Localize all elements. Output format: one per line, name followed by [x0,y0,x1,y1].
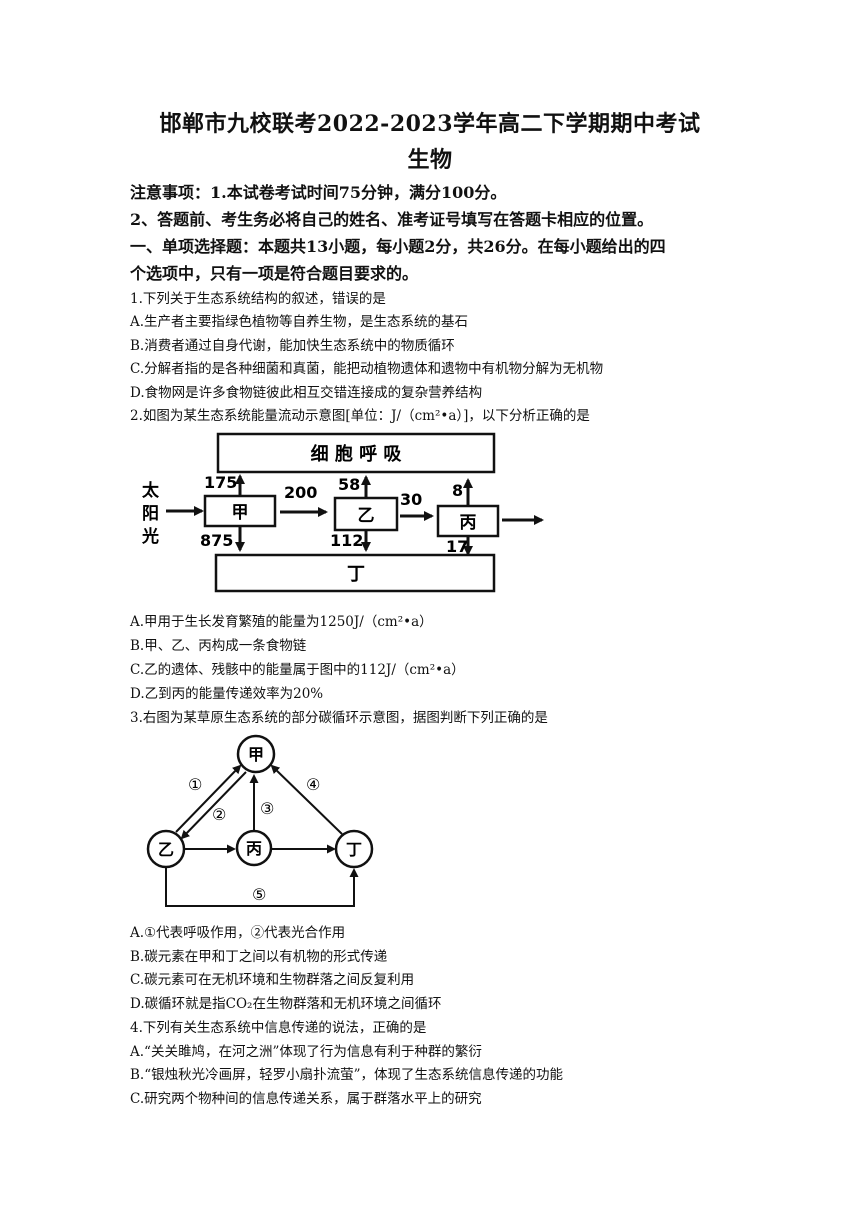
node-yi-label: 乙 [158,840,174,859]
q2-option-a: A.甲用于生长发育繁殖的能量为1250J/（cm²•a） [130,614,433,630]
q2-option-c: C.乙的遗体、残骸中的能量属于图中的112J/（cm²•a） [130,662,465,678]
jia-resp-value: 175 [204,473,237,492]
decomposer-box [214,553,496,593]
jia-decomp-value: 875 [200,531,233,550]
q2-option-b: B.甲、乙、丙构成一条食物链 [130,638,307,654]
node-jia-label: 甲 [248,745,264,764]
exam-title: 邯郸市九校联考2022-2023学年高二下学期期中考试 [159,111,701,137]
q3-option-b: B.碳元素在甲和丁之间以有机物的形式传递 [130,949,388,965]
q4-option-a: A.“关关雎鸠，在河之洲”体现了行为信息有利于种群的繁衍 [130,1044,482,1060]
node-ding [334,829,374,869]
q1-stem: 1.下列关于生态系统结构的叙述，错误的是 [130,291,386,307]
carbon-cycle-diagram: 甲 乙 丙 丁 ① ② ③ ④ ⑤ [146,734,374,907]
yi-label: 乙 [358,506,375,526]
q1-option-a: A.生产者主要指绿色植物等自养生物，是生态系统的基石 [130,314,469,330]
label-4: ④ [306,775,320,794]
label-5: ⑤ [252,885,266,904]
q4-option-c: C.研究两个物种间的信息传递关系，属于群落水平上的研究 [130,1091,482,1107]
node-jia [236,734,276,774]
decomposer-label: 丁 [347,564,365,585]
arrow-5 [165,867,359,907]
q3-option-a: A.①代表呼吸作用，②代表光合作用 [130,925,346,941]
respiration-label: 细 胞 呼 吸 [311,443,403,465]
sun-label-1: 太 [142,480,160,501]
subject-title: 生物 [407,147,453,173]
bing-label: 丙 [460,513,477,533]
yi-to-bing-value: 30 [400,490,422,509]
q1-option-d: D.食物网是许多食物链彼此相互交错连接成的复杂营养结构 [130,385,483,401]
node-bing-label: 丙 [246,839,262,858]
node-ding-label: 丁 [346,840,362,859]
arrow-1 [175,764,242,833]
q1-option-c: C.分解者指的是各种细菌和真菌，能把动植物遗体和遗物中有机物分解为无机物 [130,361,604,377]
respiration-box [216,432,496,474]
yi-resp-value: 58 [338,475,360,494]
yi-decomp-value: 112 [330,531,363,550]
jia-to-yi-value: 200 [284,483,317,502]
q2-stem: 2.如图为某生态系统能量流动示意图[单位：J/（cm²•a）]，以下分析正确的是 [130,408,590,424]
jia-label: 甲 [232,503,249,523]
label-2: ② [212,805,226,824]
q4-stem: 4.下列有关生态系统中信息传递的说法，正确的是 [130,1020,427,1036]
q4-option-b: B.“银烛秋光冷画屏，轻罗小扇扑流萤”，体现了生态系统信息传递的功能 [130,1067,564,1083]
q3-option-c: C.碳元素可在无机环境和生物群落之间反复利用 [130,972,415,988]
notes-line-1: 注意事项：1.本试卷考试时间75分钟，满分100分。 [130,183,507,202]
q1-option-b: B.消费者通过自身代谢，能加快生态系统中的物质循环 [130,338,455,354]
energy-flow-diagram: 细 胞 呼 吸 丁 太 阳 光 甲 175 875 200 乙 58 112 3… [141,432,544,593]
q3-stem: 3.右图为某草原生态系统的部分碳循环示意图，据图判断下列正确的是 [130,710,548,726]
arrow-2 [180,771,247,840]
label-1: ① [188,775,202,794]
sun-label-3: 光 [141,526,159,547]
bing-decomp-value: 17 [446,537,468,556]
arrow-4 [270,764,343,835]
sun-label-2: 阳 [142,504,159,524]
q3-option-d: D.碳循环就是指CO₂在生物群落和无机环境之间循环 [130,996,442,1012]
q2-option-d: D.乙到丙的能量传递效率为20% [130,686,324,702]
bing-resp-value: 8 [452,481,463,500]
section-heading-line-1: 一、单项选择题：本题共13小题，每小题2分，共26分。在每小题给出的四 [130,237,666,256]
label-3: ③ [260,799,274,818]
notes-line-2: 2、答题前、考生务必将自己的姓名、准考证号填写在答题卡相应的位置。 [130,210,654,229]
section-heading-line-2: 个选项中，只有一项是符合题目要求的。 [130,264,419,283]
